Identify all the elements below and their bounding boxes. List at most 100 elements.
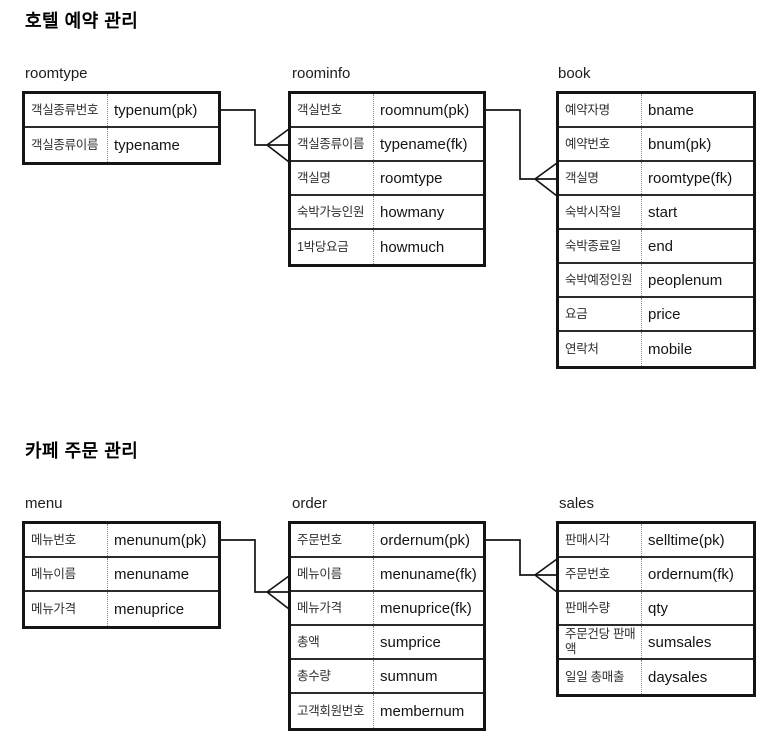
table-row: 예약번호 bnum(pk) xyxy=(559,128,753,162)
table-row: 객실번호 roomnum(pk) xyxy=(291,94,483,128)
table-row: 메뉴가격 menuprice xyxy=(25,592,218,626)
field-label: 1박당요금 xyxy=(291,230,374,264)
field-value: end xyxy=(648,237,674,255)
field-value: price xyxy=(648,305,681,323)
field-value: qty xyxy=(648,599,669,617)
field-label: 객실명 xyxy=(291,162,374,194)
field-label: 요금 xyxy=(559,298,642,330)
table-row: 총액 sumprice xyxy=(291,626,483,660)
field-value: typename(fk) xyxy=(380,135,468,153)
field-value: menuname xyxy=(114,565,190,583)
table-row: 예약자명 bname xyxy=(559,94,753,128)
entity-table-roomtype: 객실종류번호 typenum(pk) 객실종류이름 typename xyxy=(22,91,221,165)
field-label: 연락처 xyxy=(559,332,642,366)
field-value: menuprice(fk) xyxy=(380,599,472,617)
connector-roominfo-book xyxy=(480,109,558,197)
entity-table-order: 주문번호 ordernum(pk) 메뉴이름 menuname(fk) 메뉴가격… xyxy=(288,521,486,731)
table-row: 객실종류번호 typenum(pk) xyxy=(25,94,218,128)
field-value: roomnum(pk) xyxy=(380,101,470,119)
field-label: 객실종류번호 xyxy=(25,94,108,126)
table-row: 메뉴번호 menunum(pk) xyxy=(25,524,218,558)
field-value: howmuch xyxy=(380,238,445,256)
table-row: 판매시각 selltime(pk) xyxy=(559,524,753,558)
field-value: ordernum(fk) xyxy=(648,565,734,583)
field-label: 주문건당 판매액 xyxy=(559,626,642,658)
field-value: bname xyxy=(648,101,694,119)
table-name-book: book xyxy=(558,65,591,82)
entity-table-roominfo: 객실번호 roomnum(pk) 객실종류이름 typename(fk) 객실명… xyxy=(288,91,486,267)
field-label: 객실번호 xyxy=(291,94,374,126)
field-label: 주문번호 xyxy=(291,524,374,556)
field-value: roomtype xyxy=(380,169,443,187)
connector-menu-order xyxy=(215,539,290,610)
table-row: 숙박시작일 start xyxy=(559,196,753,230)
field-label: 고객회원번호 xyxy=(291,694,374,728)
table-row: 메뉴가격 menuprice(fk) xyxy=(291,592,483,626)
field-label: 객실명 xyxy=(559,162,642,194)
field-label: 객실종류이름 xyxy=(25,128,108,162)
table-name-roomtype: roomtype xyxy=(25,65,88,82)
table-row: 객실명 roomtype xyxy=(291,162,483,196)
field-label: 객실종류이름 xyxy=(291,128,374,160)
field-label: 판매시각 xyxy=(559,524,642,556)
field-label: 주문번호 xyxy=(559,558,642,590)
table-row: 요금 price xyxy=(559,298,753,332)
field-label: 메뉴번호 xyxy=(25,524,108,556)
field-label: 메뉴이름 xyxy=(25,558,108,590)
table-row: 주문건당 판매액 sumsales xyxy=(559,626,753,660)
table-row: 주문번호 ordernum(pk) xyxy=(291,524,483,558)
entity-table-menu: 메뉴번호 menunum(pk) 메뉴이름 menuname 메뉴가격 menu… xyxy=(22,521,221,629)
field-value: menuprice xyxy=(114,600,185,618)
field-value: bnum(pk) xyxy=(648,135,712,153)
field-label: 총액 xyxy=(291,626,374,658)
table-name-menu: menu xyxy=(25,495,63,512)
field-label: 숙박종료일 xyxy=(559,230,642,262)
field-label: 일일 총매출 xyxy=(559,660,642,694)
field-label: 예약번호 xyxy=(559,128,642,160)
table-row: 일일 총매출 daysales xyxy=(559,660,753,694)
field-label: 메뉴가격 xyxy=(25,592,108,626)
field-label: 총수량 xyxy=(291,660,374,692)
section-title-cafe: 카페 주문 관리 xyxy=(25,441,139,461)
connector-roomtype-roominfo xyxy=(215,109,290,163)
table-row: 숙박가능인원 howmany xyxy=(291,196,483,230)
field-label: 예약자명 xyxy=(559,94,642,126)
field-value: sumnum xyxy=(380,667,438,685)
field-value: typenum(pk) xyxy=(114,101,198,119)
field-label: 숙박가능인원 xyxy=(291,196,374,228)
connector-order-sales xyxy=(480,539,558,593)
field-value: sumprice xyxy=(380,633,441,651)
field-value: sumsales xyxy=(648,633,712,651)
section-title-hotel: 호텔 예약 관리 xyxy=(25,11,139,31)
field-value: peoplenum xyxy=(648,271,723,289)
table-row: 총수량 sumnum xyxy=(291,660,483,694)
table-row: 숙박종료일 end xyxy=(559,230,753,264)
field-label: 판매수량 xyxy=(559,592,642,624)
field-value: membernum xyxy=(380,702,465,720)
field-value: ordernum(pk) xyxy=(380,531,471,549)
table-row: 메뉴이름 menuname(fk) xyxy=(291,558,483,592)
field-label: 숙박예정인원 xyxy=(559,264,642,296)
field-value: howmany xyxy=(380,203,445,221)
table-name-order: order xyxy=(292,495,328,512)
entity-table-sales: 판매시각 selltime(pk) 주문번호 ordernum(fk) 판매수량… xyxy=(556,521,756,697)
field-value: daysales xyxy=(648,668,708,686)
table-name-sales: sales xyxy=(559,495,595,512)
table-row: 객실종류이름 typename(fk) xyxy=(291,128,483,162)
field-value: menuname(fk) xyxy=(380,565,477,583)
field-value: typename xyxy=(114,136,180,154)
field-label: 메뉴가격 xyxy=(291,592,374,624)
table-row: 메뉴이름 menuname xyxy=(25,558,218,592)
field-value: menunum(pk) xyxy=(114,531,207,549)
table-row: 1박당요금 howmuch xyxy=(291,230,483,264)
entity-table-book: 예약자명 bname 예약번호 bnum(pk) 객실명 roomtype(fk… xyxy=(556,91,756,369)
table-row: 객실명 roomtype(fk) xyxy=(559,162,753,196)
field-label: 메뉴이름 xyxy=(291,558,374,590)
field-value: start xyxy=(648,203,678,221)
table-name-roominfo: roominfo xyxy=(292,65,351,82)
table-row: 객실종류이름 typename xyxy=(25,128,218,162)
table-row: 고객회원번호 membernum xyxy=(291,694,483,728)
table-row: 연락처 mobile xyxy=(559,332,753,366)
table-row: 판매수량 qty xyxy=(559,592,753,626)
